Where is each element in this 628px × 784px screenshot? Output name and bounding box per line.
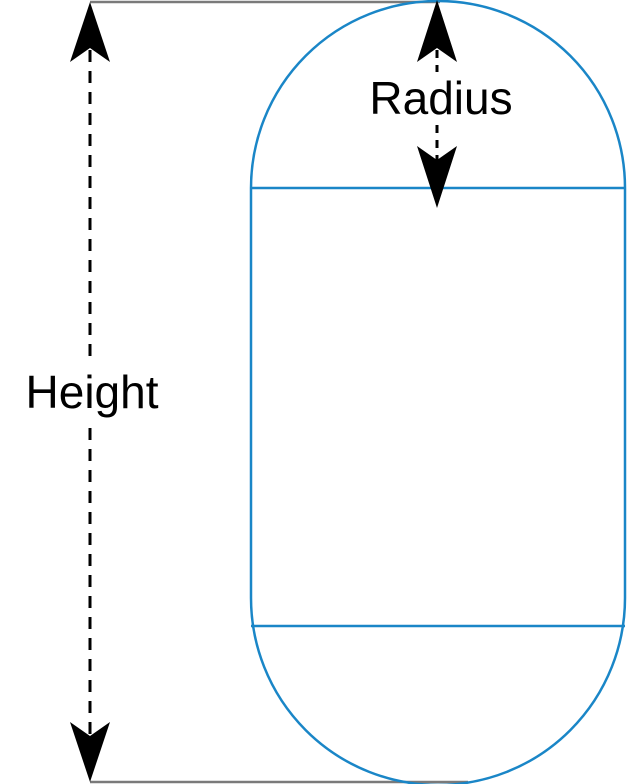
radius-dimension-arrow bbox=[417, 0, 457, 208]
radius-label: Radius bbox=[369, 72, 512, 124]
height-arrowhead-top bbox=[70, 2, 110, 62]
height-label-backdrop bbox=[20, 362, 166, 420]
height-arrowhead-bottom bbox=[70, 722, 110, 782]
radius-label-backdrop bbox=[362, 72, 520, 120]
height-label: Height bbox=[26, 366, 159, 418]
capsule-outline bbox=[249, 0, 627, 784]
radius-arrowhead-top bbox=[417, 0, 457, 62]
radius-arrowhead-bottom bbox=[417, 146, 457, 208]
